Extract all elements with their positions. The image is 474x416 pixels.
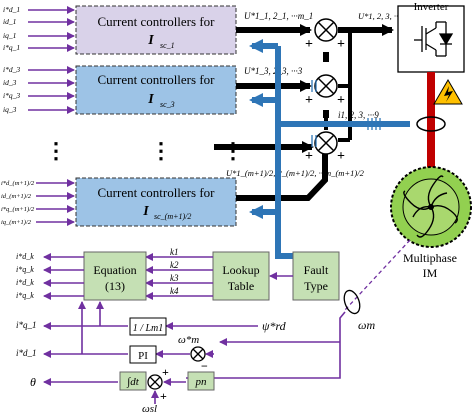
controller-1-symbol: I — [147, 33, 154, 48]
pn-label: pn — [195, 376, 208, 388]
sum-junction-1 — [314, 18, 338, 42]
inverse-lm-box — [129, 317, 167, 336]
omega-ref-label: ω*m — [178, 334, 199, 346]
current-sensor — [416, 116, 446, 132]
input-m-b: id_(m+1)/2 — [1, 193, 32, 200]
input-1-c: iq_1 — [3, 31, 16, 40]
eq-out-4: i*q_k — [16, 291, 34, 300]
controller-m-sub: sc_(m+1)/2 — [154, 212, 191, 221]
sum1-plus-a: + — [305, 37, 313, 52]
pi-box — [129, 345, 157, 364]
motor-label-1: Multiphase — [403, 251, 457, 265]
high-voltage-warning-icon — [433, 79, 463, 105]
input-3-c: i*q_3 — [3, 91, 20, 100]
input-m-a: i*d_(m+1)/2 — [1, 180, 35, 187]
slip-plus-a: + — [162, 365, 169, 379]
iq1-ref-label: i*q_1 — [16, 320, 37, 330]
psi-label: ψ*rd — [262, 319, 287, 333]
speed-minus: − — [201, 359, 208, 373]
k2-label: k2 — [170, 260, 179, 270]
ellipsis-outputs: ⋮ — [222, 138, 244, 163]
sum-junction-speed — [190, 346, 206, 362]
controller-box-m — [75, 177, 237, 227]
controller-m-title: Current controllers for — [98, 185, 216, 200]
input-3-b: id_3 — [3, 78, 17, 87]
igbt-icon — [414, 21, 454, 57]
pn-box — [187, 371, 215, 391]
input-3-a: i*d_3 — [3, 65, 20, 74]
controller-3-symbol: I — [147, 92, 154, 107]
integrator-box — [119, 371, 147, 391]
multiphase-motor-icon — [390, 166, 472, 248]
summ-plus-b: + — [337, 149, 345, 164]
eq-out-1: i*d_k — [16, 252, 34, 261]
omega-m-label: ωm — [358, 318, 375, 332]
k1-label: k1 — [170, 247, 179, 257]
omega-sl-label: ωsl — [142, 403, 157, 415]
fault-type-box — [292, 251, 340, 301]
equation-label-1: Equation — [93, 263, 136, 277]
controller-1-sub: sc_1 — [160, 41, 175, 50]
controller-3-title: Current controllers for — [98, 72, 216, 87]
fault-label-1: Fault — [304, 263, 329, 277]
input-3-d: iq_3 — [3, 105, 17, 114]
sum3-plus-a: + — [305, 93, 313, 108]
lookup-table-box — [212, 251, 270, 301]
pi-label: PI — [138, 350, 148, 362]
fault-label-2: Type — [304, 279, 328, 293]
controller-m-symbol: I — [142, 204, 149, 219]
equation-label-2: (13) — [105, 279, 125, 293]
equation-box — [83, 251, 147, 301]
integrator-label: ∫dt — [126, 376, 140, 388]
gain-label: 1 / Lm1 — [133, 323, 164, 334]
controller-3-sub: sc_3 — [160, 100, 175, 109]
input-m-d: iq_(m+1)/2 — [1, 219, 32, 226]
controller-1-title: Current controllers for — [98, 14, 216, 29]
input-1-a: i*d_1 — [3, 5, 20, 14]
input-1-d: i*q_1 — [3, 43, 20, 52]
eq-out-2: i*q_k — [16, 265, 34, 274]
sum3-plus-b: + — [337, 93, 345, 108]
sum1-plus-b: + — [337, 37, 345, 52]
ellipsis-controllers: ⋮ — [150, 138, 172, 163]
sum-junction-3 — [314, 74, 338, 98]
summ-plus-a: + — [305, 149, 313, 164]
k4-label: k4 — [170, 286, 179, 296]
feedback-current-label: i1, 2, 3, ···9 — [338, 110, 379, 120]
speed-sensor — [343, 289, 361, 315]
k3-label: k3 — [170, 273, 179, 283]
sum-junction-m — [314, 131, 338, 155]
u1-label: U*1_1, 2_1, ···m_1 — [244, 11, 313, 21]
controller-box-1 — [75, 5, 237, 55]
lookup-label-2: Table — [228, 279, 254, 293]
slip-plus-b: + — [160, 389, 167, 403]
um-label: U*1_(m+1)/2, 2_(m+1)/2, ···m_(m+1)/2 — [226, 168, 365, 178]
inverter-box — [397, 5, 465, 73]
ellipsis-inputs: ⋮ — [45, 138, 67, 163]
id1-ref-label: i*d_1 — [16, 348, 37, 358]
eq-out-3: i*d_k — [16, 278, 34, 287]
inverter-input-label: U*1, 2, 3, ···9 — [358, 11, 405, 21]
sum-junction-slip — [147, 374, 163, 390]
theta-label: θ — [30, 375, 36, 389]
motor-label-2: IM — [423, 266, 438, 280]
inverter-title: Inverter — [414, 1, 449, 13]
u3-label: U*1_3, 2_3, ···3 — [244, 66, 303, 76]
input-1-b: id_1 — [3, 17, 16, 26]
power-line — [427, 72, 435, 172]
input-m-c: i*q_(m+1)/2 — [1, 206, 35, 213]
lookup-label-1: Lookup — [222, 263, 259, 277]
controller-box-3 — [75, 65, 237, 115]
